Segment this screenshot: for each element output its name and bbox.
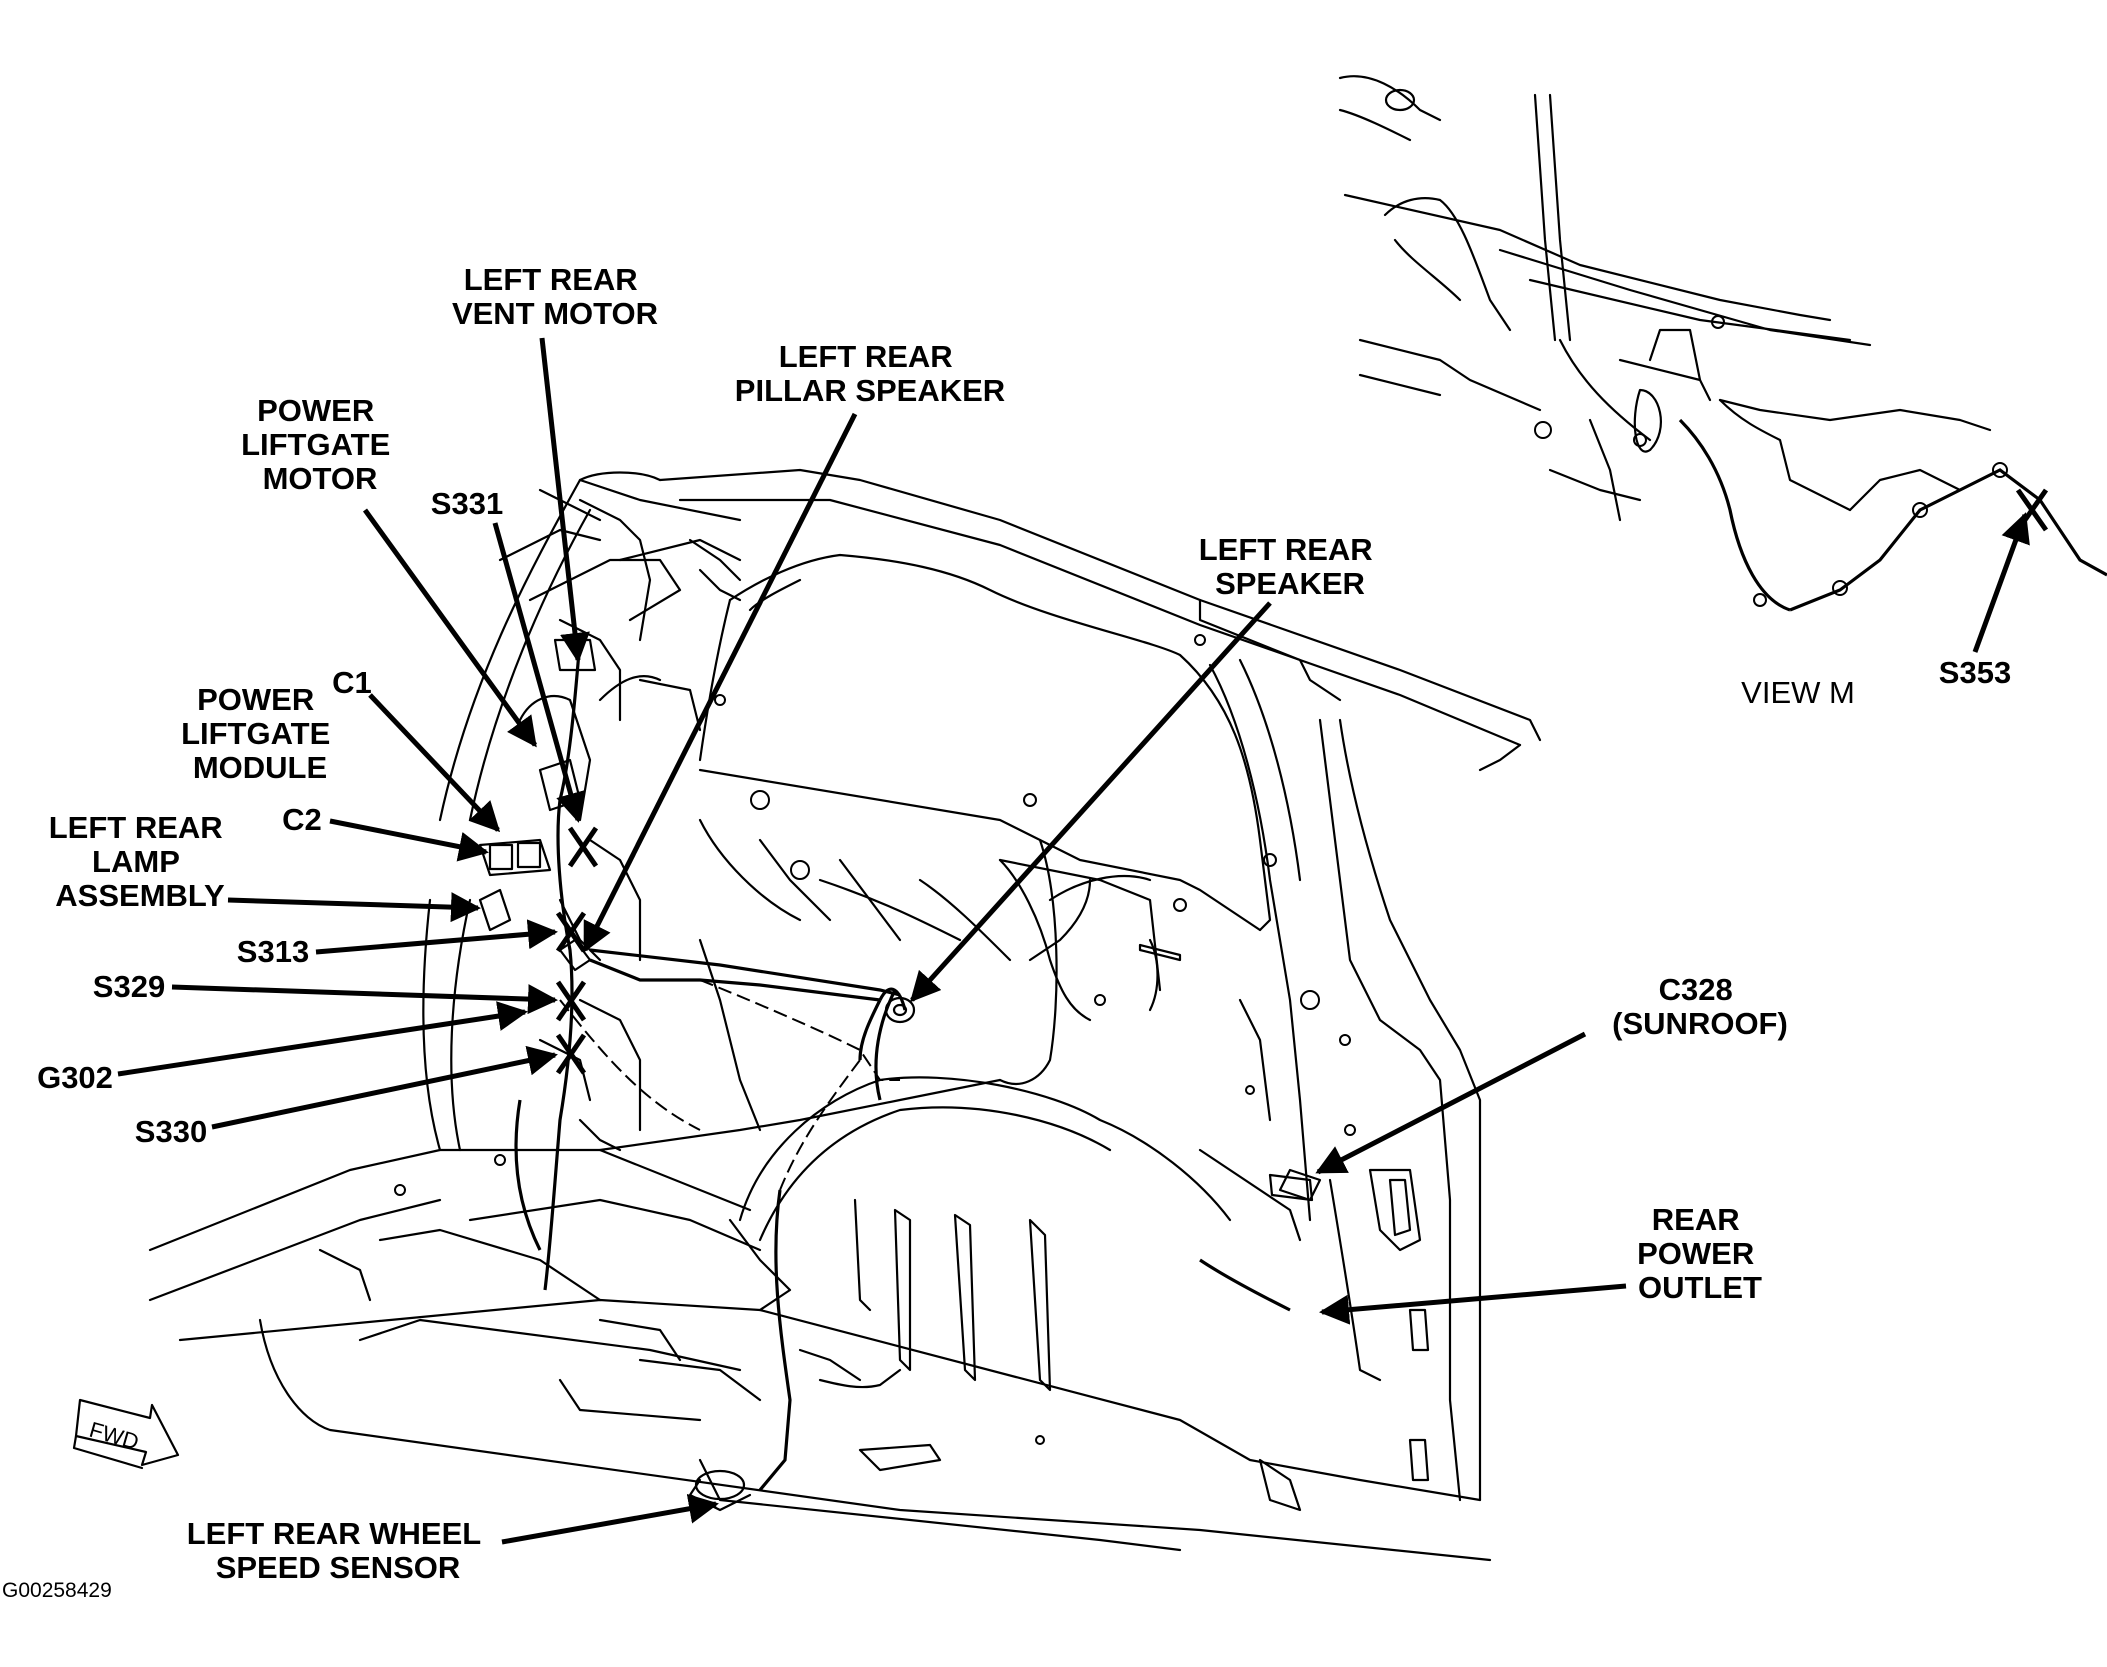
callout-labels: LEFT REAR VENT MOTOR LEFT REAR PILLAR SP… (2, 262, 2011, 1602)
label-s331: S331 (431, 486, 503, 521)
leader-vent-motor (539, 337, 590, 663)
label-left-rear-wheel-speed-sensor: LEFT REAR WHEEL SPEED SENSOR (187, 1516, 490, 1585)
leader-s313 (315, 919, 558, 955)
leader-c328 (1315, 1031, 1587, 1175)
label-power-liftgate-motor: POWER LIFTGATE MOTOR (241, 393, 399, 496)
label-view-m: VIEW M (1741, 675, 1855, 710)
leader-lamp-assembly (227, 892, 481, 923)
leader-pillar-speaker (582, 412, 858, 953)
label-c1: C1 (332, 665, 372, 700)
leader-s353 (1972, 512, 2030, 653)
label-c2: C2 (282, 802, 322, 837)
leader-c2 (329, 818, 489, 862)
label-c328-sunroof: C328 (SUNROOF) (1612, 972, 1788, 1041)
leader-power-outlet (1319, 1283, 1627, 1325)
inset-view-m (1338, 75, 2107, 612)
fwd-label: FWD (87, 1417, 142, 1455)
figure-id: G00258429 (2, 1579, 112, 1602)
left-rear-speaker-glyph (884, 996, 916, 1024)
label-rear-power-outlet: REAR POWER OUTLET (1637, 1202, 1763, 1305)
cargo-body-outline (148, 468, 1542, 1562)
leader-lines (117, 337, 2030, 1545)
label-s329: S329 (93, 969, 165, 1004)
splice-marks (555, 826, 599, 1075)
label-left-rear-lamp-assembly: LEFT REAR LAMP ASSEMBLY (49, 810, 232, 913)
label-left-rear-speaker: LEFT REAR SPEAKER (1199, 532, 1382, 601)
wiring-harness (514, 639, 1291, 1492)
leader-liftgate-motor (362, 508, 538, 748)
leader-c1 (368, 693, 501, 833)
label-left-rear-vent-motor: LEFT REAR VENT MOTOR (452, 262, 658, 331)
leader-speed-sensor (501, 1493, 719, 1545)
label-s353: S353 (1939, 655, 2011, 690)
label-s330: S330 (135, 1114, 207, 1149)
fwd-direction-arrow: FWD (72, 1398, 180, 1470)
leader-s331 (492, 522, 586, 823)
label-s313: S313 (237, 934, 309, 969)
label-left-rear-pillar-speaker: LEFT REAR PILLAR SPEAKER (735, 339, 1005, 408)
leader-s330 (211, 1045, 558, 1130)
label-g302: G302 (37, 1060, 113, 1095)
leader-left-rear-speaker (909, 601, 1272, 1003)
leader-s329 (171, 984, 558, 1015)
leader-g302 (117, 1001, 528, 1077)
label-power-liftgate-module: POWER LIFTGATE MODULE (181, 682, 339, 785)
